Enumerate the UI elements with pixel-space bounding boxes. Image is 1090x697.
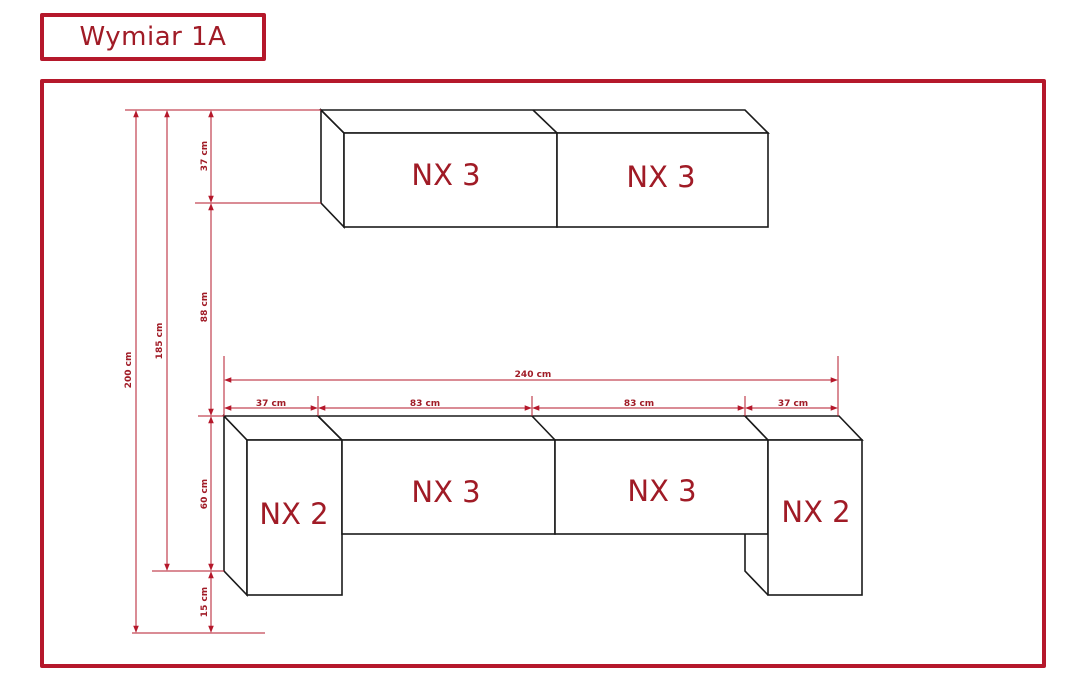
horizontal-dimensions: [223, 356, 839, 416]
lower-unit-label: NX 3: [411, 475, 480, 509]
dim-lower-height: 60 cm: [200, 479, 210, 509]
upper-cabinets: [319, 108, 770, 229]
dim-185: 185 cm: [155, 323, 165, 360]
dim-width-segment: 83 cm: [624, 399, 654, 409]
diagram-frame: [40, 79, 1046, 668]
title-box: Wymiar 1A: [40, 13, 266, 61]
dim-gap: 88 cm: [200, 292, 210, 322]
lower-unit-label: NX 3: [627, 474, 696, 508]
dim-width-segment: 83 cm: [410, 399, 440, 409]
upper-unit-label: NX 3: [626, 160, 695, 194]
dim-width-segment: 37 cm: [256, 399, 286, 409]
vertical-dimensions: [125, 109, 321, 634]
lower-unit-label: NX 2: [259, 497, 328, 531]
dim-upper-height: 37 cm: [200, 141, 210, 171]
dim-leg-height: 15 cm: [200, 587, 210, 617]
dim-total-width: 240 cm: [515, 370, 552, 380]
upper-unit-label: NX 3: [411, 158, 480, 192]
dim-width-segment: 37 cm: [778, 399, 808, 409]
lower-cabinets: [222, 414, 864, 597]
dim-total-height: 200 cm: [124, 352, 134, 389]
lower-unit-label: NX 2: [781, 495, 850, 529]
page-title: Wymiar 1A: [79, 22, 227, 52]
